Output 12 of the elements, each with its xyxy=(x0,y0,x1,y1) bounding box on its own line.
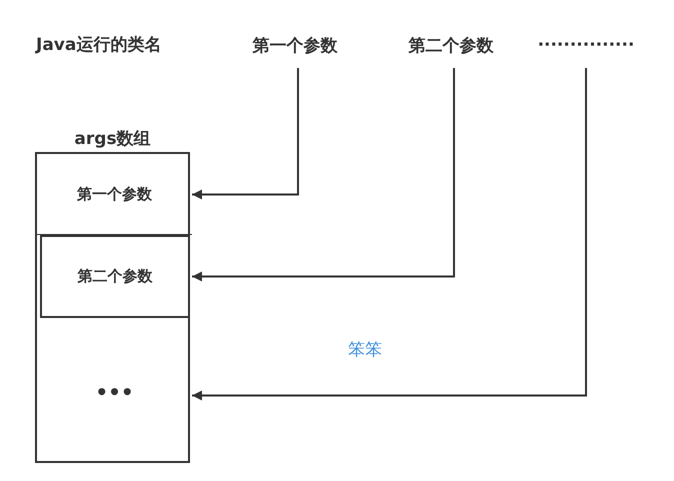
parameter-text: ··············· xyxy=(522,30,650,60)
arrow xyxy=(192,68,587,400)
parameter-text: 第二个参数 xyxy=(396,30,506,60)
arrow xyxy=(192,68,299,200)
class-name-text: Java运行的类名 xyxy=(36,34,162,56)
parameter-text: 第一个参数 xyxy=(245,30,345,60)
array-cell: ••• xyxy=(37,318,192,465)
array-cell: 第一个参数 xyxy=(37,154,192,235)
array-cell: 第二个参数 xyxy=(40,235,190,318)
arrow xyxy=(192,68,455,282)
array-title: args数组 xyxy=(73,128,152,150)
note-text: 笨笨 xyxy=(348,339,382,361)
